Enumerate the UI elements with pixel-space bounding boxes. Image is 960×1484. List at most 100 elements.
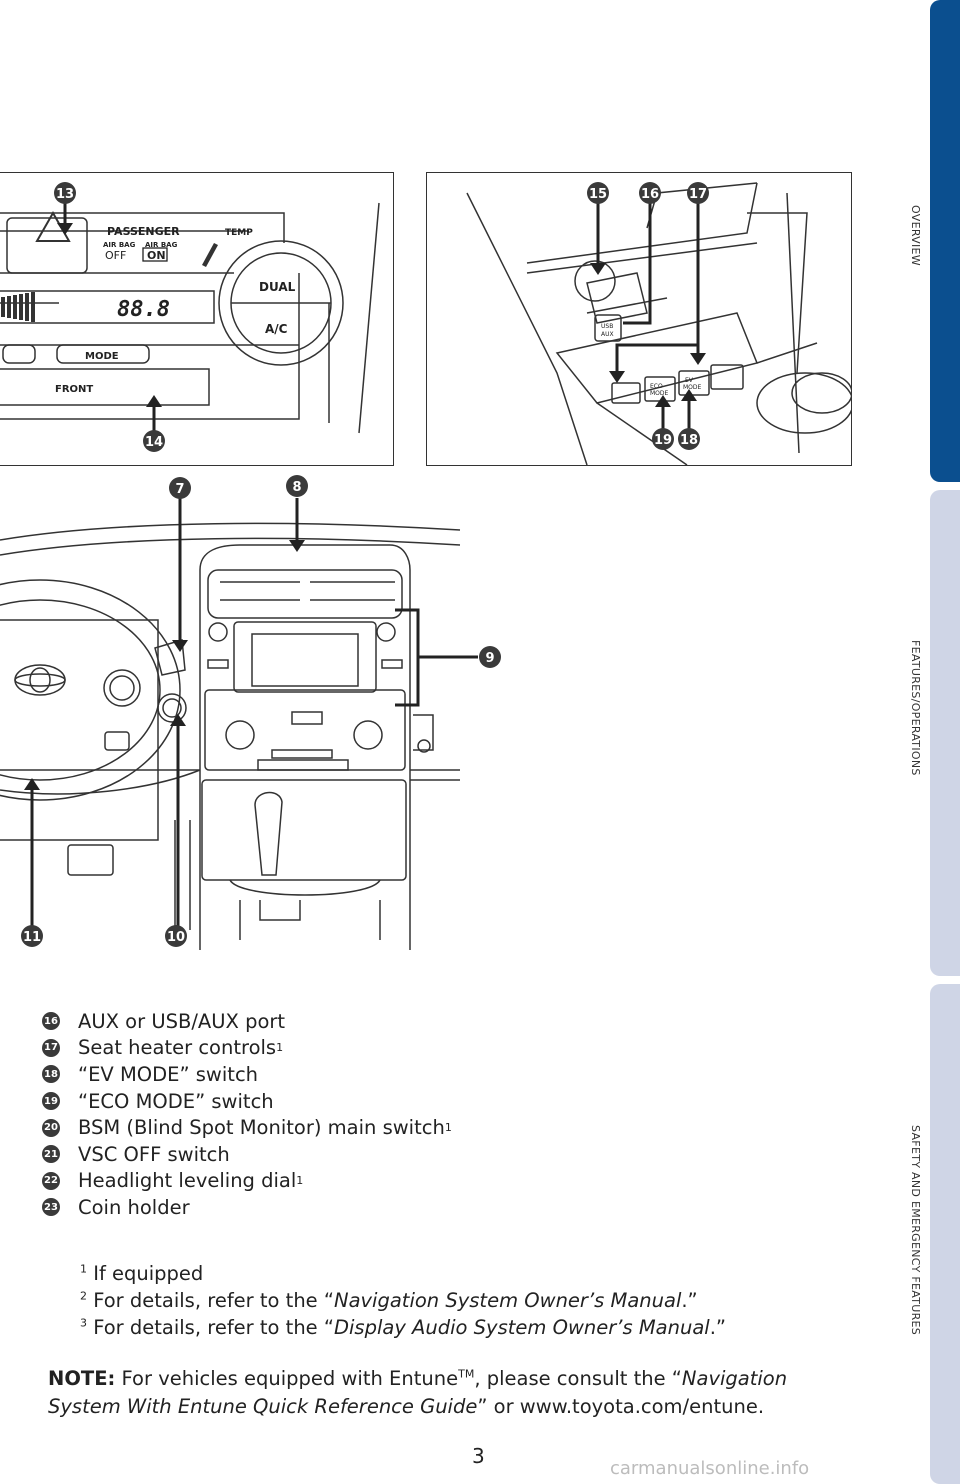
callout-15-badge [587, 182, 609, 204]
front-defrost-label[interactable]: FRONT [55, 384, 93, 395]
footnote-manual-title: Display Audio System Owner’s Manual [333, 1316, 710, 1339]
legend-number: 23 [42, 1198, 60, 1217]
climate-control-diagram: PASSENGER AIR BAG AIR BAG OFF ON TEMP 88… [0, 172, 394, 466]
callout-7-badge [169, 477, 191, 499]
console-switch-illustration: USB AUX ECO MODE EV MODE 15 16 17 19 18 [466, 182, 851, 465]
callout-10: 10 [167, 930, 185, 945]
legend-text: “EV MODE” switch [78, 1062, 259, 1086]
list-item: 19 “ECO MODE” switch [42, 1088, 562, 1115]
note-text: For vehicles equipped with Entune [115, 1367, 459, 1390]
legend-text: AUX or USB/AUX port [78, 1009, 286, 1033]
tab-features-operations[interactable] [930, 490, 960, 976]
callout-11: 11 [23, 930, 41, 945]
legend-text: Headlight leveling dial [78, 1169, 297, 1193]
callout-8: 8 [292, 480, 301, 495]
callout-17-badge [687, 182, 709, 204]
footnote: 3 For details, refer to the “Display Aud… [80, 1314, 726, 1341]
console-switch-diagram: USB AUX ECO MODE EV MODE 15 16 17 19 18 [426, 172, 852, 466]
tab-overview[interactable] [930, 0, 960, 482]
tab-safety-emergency[interactable] [930, 984, 960, 1484]
legend-number: 16 [42, 1012, 60, 1031]
mode-button-label[interactable]: MODE [85, 351, 119, 362]
temperature-display: 88.8 [117, 297, 170, 322]
callout-15: 15 [589, 187, 607, 202]
callout-7: 7 [175, 482, 184, 497]
footnote: 1 If equipped [80, 1260, 726, 1287]
footnotes: 1 If equipped 2 For details, refer to th… [80, 1260, 726, 1341]
air-bag-left-label: AIR BAG [103, 241, 136, 249]
on-label: ON [147, 249, 166, 262]
legend-number: 22 [42, 1171, 60, 1190]
eco-mode-label: MODE [650, 390, 669, 397]
trademark: TM [458, 1367, 475, 1381]
callout-14: 14 [145, 435, 163, 450]
dashboard-illustration: 7 8 9 10 11 [0, 475, 501, 950]
entune-note: NOTE: For vehicles equipped with EntuneT… [48, 1365, 848, 1421]
footnote-text: For details, refer to the “ [93, 1289, 334, 1312]
ev-label: EV [685, 377, 694, 384]
callout-13: 13 [56, 187, 74, 202]
aux-label: AUX [601, 331, 614, 338]
tab-label-safety: SAFETY AND EMERGENCY FEATURES [909, 1125, 922, 1336]
list-item: 18 “EV MODE” switch [42, 1061, 562, 1088]
callout-17: 17 [689, 187, 707, 202]
note-text: ” or www.toyota.com/entune. [477, 1395, 765, 1418]
callout-13-badge [54, 182, 76, 204]
section-tabs: OVERVIEW FEATURES/OPERATIONS SAFETY AND … [909, 0, 960, 1484]
ac-button-label[interactable]: A/C [265, 322, 288, 336]
legend-number: 20 [42, 1118, 60, 1137]
legend-text: BSM (Blind Spot Monitor) main switch [78, 1116, 445, 1140]
footnote-text: If equipped [93, 1262, 204, 1285]
callout-16: 16 [641, 187, 659, 202]
legend-number: 18 [42, 1065, 60, 1084]
legend-number: 21 [42, 1145, 60, 1164]
footnote-marker: 2 [80, 1289, 87, 1303]
footnote-text-end: .” [681, 1289, 698, 1312]
footnote-marker: 1 [80, 1262, 87, 1276]
callout-19-badge [652, 428, 674, 450]
list-item: 21 VSC OFF switch [42, 1141, 562, 1168]
callout-18-badge [678, 428, 700, 450]
air-bag-right-label: AIR BAG [145, 241, 178, 249]
callout-9-badge [479, 646, 501, 668]
footnote-text: For details, refer to the “ [93, 1316, 334, 1339]
legend-number: 17 [42, 1038, 60, 1057]
callout-8-badge [286, 475, 308, 497]
note-text: , please consult the “ [474, 1367, 682, 1390]
usb-label: USB [601, 323, 613, 330]
callout-legend: 16 AUX or USB/AUX port 17 Seat heater co… [42, 1008, 562, 1221]
list-item: 16 AUX or USB/AUX port [42, 1008, 562, 1035]
callout-19: 19 [654, 433, 672, 448]
legend-text: Seat heater controls [78, 1036, 277, 1060]
callout-18: 18 [680, 433, 698, 448]
temp-label: TEMP [225, 228, 253, 238]
climate-control-illustration: PASSENGER AIR BAG AIR BAG OFF ON TEMP 88… [0, 182, 380, 452]
note-guide-title: Navigation System With Entune Quick Refe… [48, 1367, 788, 1418]
footnote-text-end: .” [709, 1316, 726, 1339]
callout-14-badge [143, 430, 165, 452]
callout-16-badge [639, 182, 661, 204]
note-label: NOTE: [48, 1367, 116, 1390]
callout-11-badge [21, 925, 43, 947]
list-item: 23 Coin holder [42, 1194, 562, 1221]
passenger-label: PASSENGER [107, 225, 180, 238]
eco-label: ECO [650, 383, 663, 390]
tab-label-overview: OVERVIEW [909, 205, 922, 266]
legend-number: 19 [42, 1092, 60, 1111]
dual-button-label[interactable]: DUAL [259, 280, 296, 294]
watermark: carmanualsonline.info [610, 1458, 810, 1479]
page-number: 3 [472, 1444, 485, 1468]
tab-label-features: FEATURES/OPERATIONS [909, 640, 922, 776]
footnote-marker: 3 [80, 1316, 87, 1330]
footnote-manual-title: Navigation System Owner’s Manual [333, 1289, 682, 1312]
off-label: OFF [105, 249, 126, 262]
ev-mode-label: MODE [683, 384, 702, 391]
legend-text: Coin holder [78, 1195, 190, 1219]
legend-text: VSC OFF switch [78, 1142, 230, 1166]
footnote: 2 For details, refer to the “Navigation … [80, 1287, 726, 1314]
legend-text: “ECO MODE” switch [78, 1089, 274, 1113]
callout-9: 9 [485, 651, 494, 666]
